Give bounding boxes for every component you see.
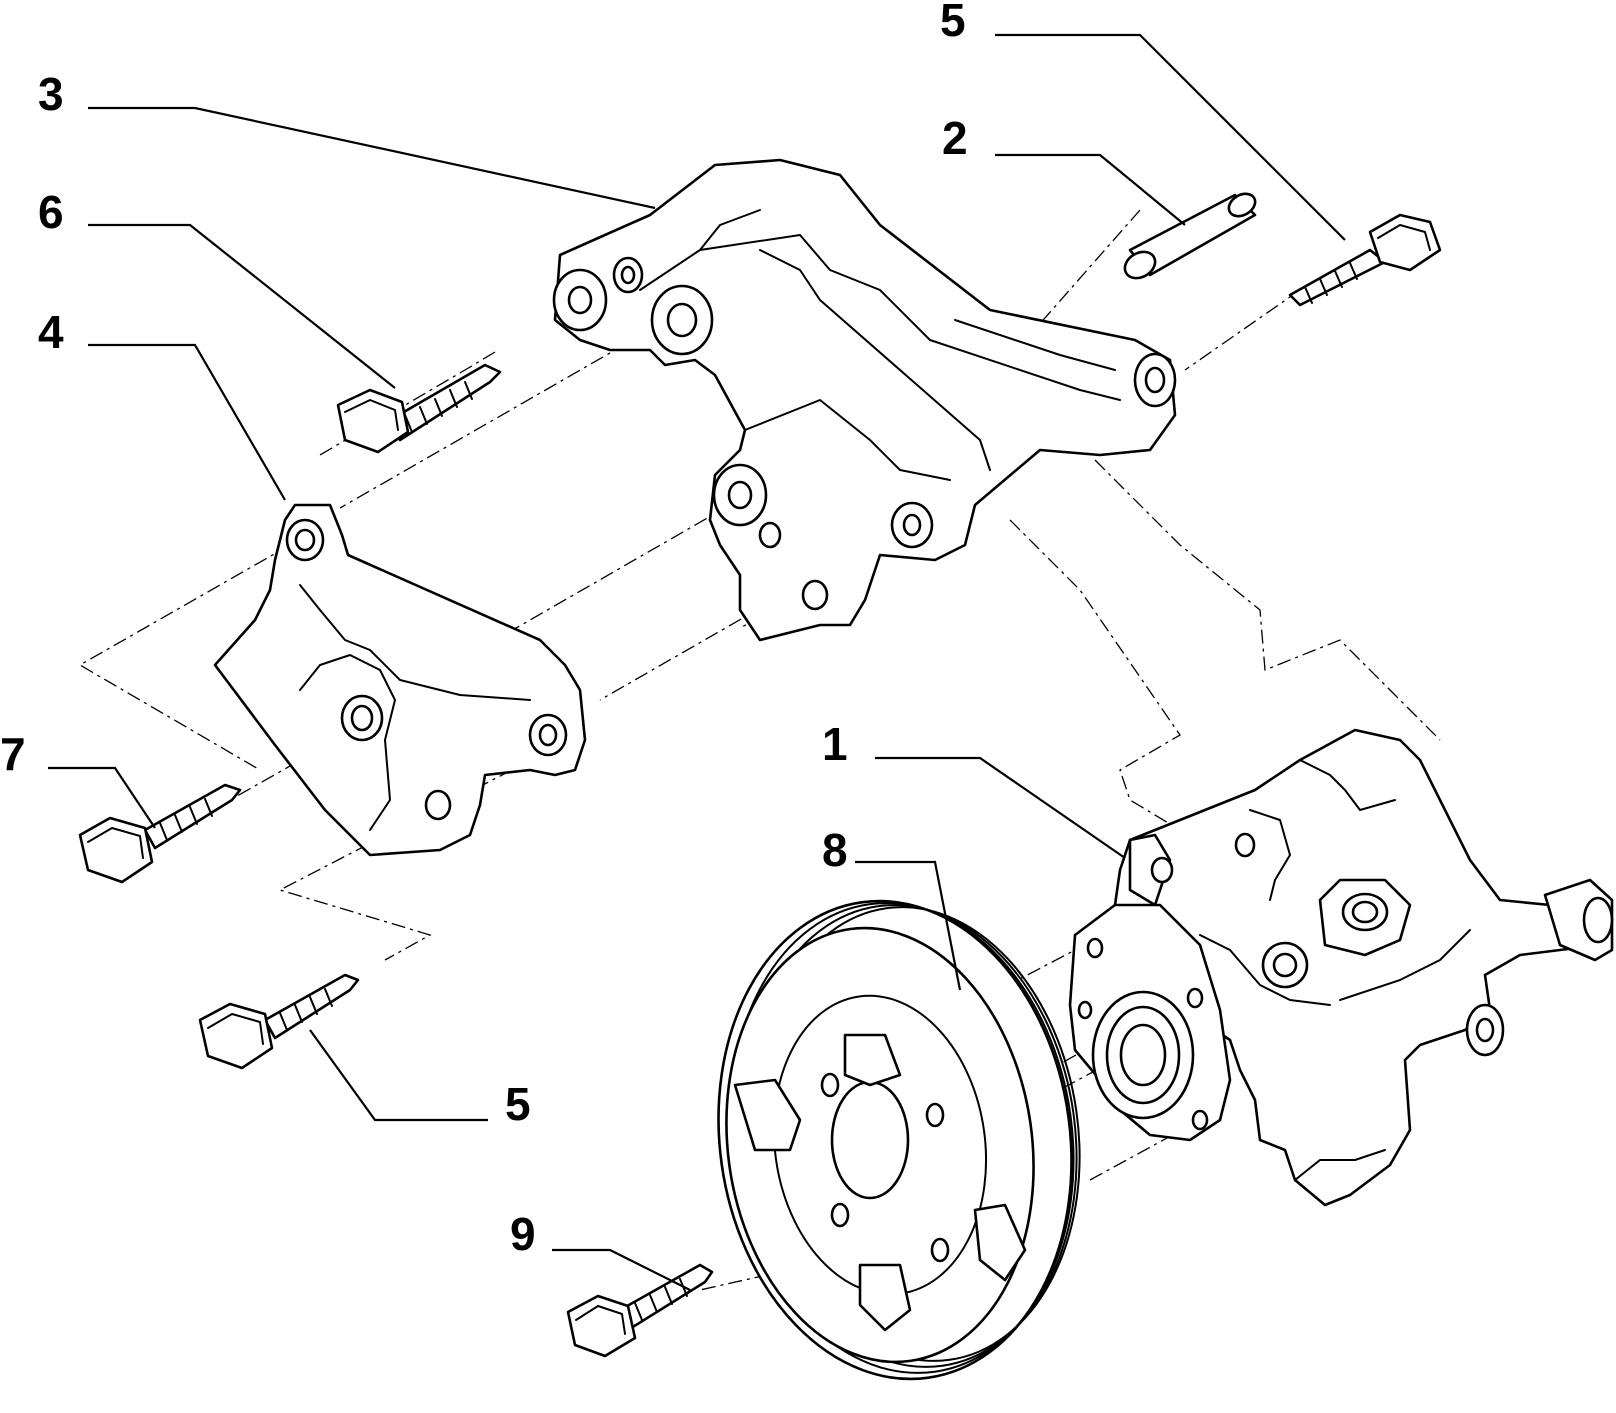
leader-5-lower <box>309 1029 488 1122</box>
leader-3 <box>88 106 656 210</box>
pump-bracket <box>552 158 1177 642</box>
bolt-6 <box>336 363 502 454</box>
leader-2 <box>995 153 1186 226</box>
callout-labels: 3 6 4 7 5 9 8 1 2 5 <box>0 0 968 1260</box>
callout-1: 1 <box>822 718 848 770</box>
steering-pump <box>1068 728 1614 1207</box>
leader-4 <box>88 343 286 501</box>
callout-3: 3 <box>38 68 64 120</box>
callout-5-upper: 5 <box>940 0 966 46</box>
leader-9 <box>552 1248 691 1291</box>
leader-8 <box>855 860 962 991</box>
callout-8: 8 <box>822 824 848 876</box>
callout-5-lower: 5 <box>505 1078 531 1130</box>
pump-pulley <box>717 899 1081 1381</box>
callout-6: 6 <box>38 186 64 238</box>
dowel-pin <box>1123 192 1257 280</box>
bolt-5-upper <box>1288 213 1442 307</box>
leader-1 <box>875 756 1126 859</box>
leader-6 <box>88 223 396 389</box>
callout-7: 7 <box>0 728 26 780</box>
callout-2: 2 <box>942 112 968 164</box>
leader-5-upper <box>995 33 1346 241</box>
callout-9: 9 <box>510 1208 536 1260</box>
mounting-plate <box>213 503 587 857</box>
bolt-5-lower <box>198 973 360 1070</box>
bolt-9 <box>566 1263 714 1358</box>
leader-lines <box>48 33 1346 1291</box>
bolt-7 <box>78 783 242 884</box>
leader-7 <box>48 766 156 829</box>
callout-4: 4 <box>38 306 64 358</box>
